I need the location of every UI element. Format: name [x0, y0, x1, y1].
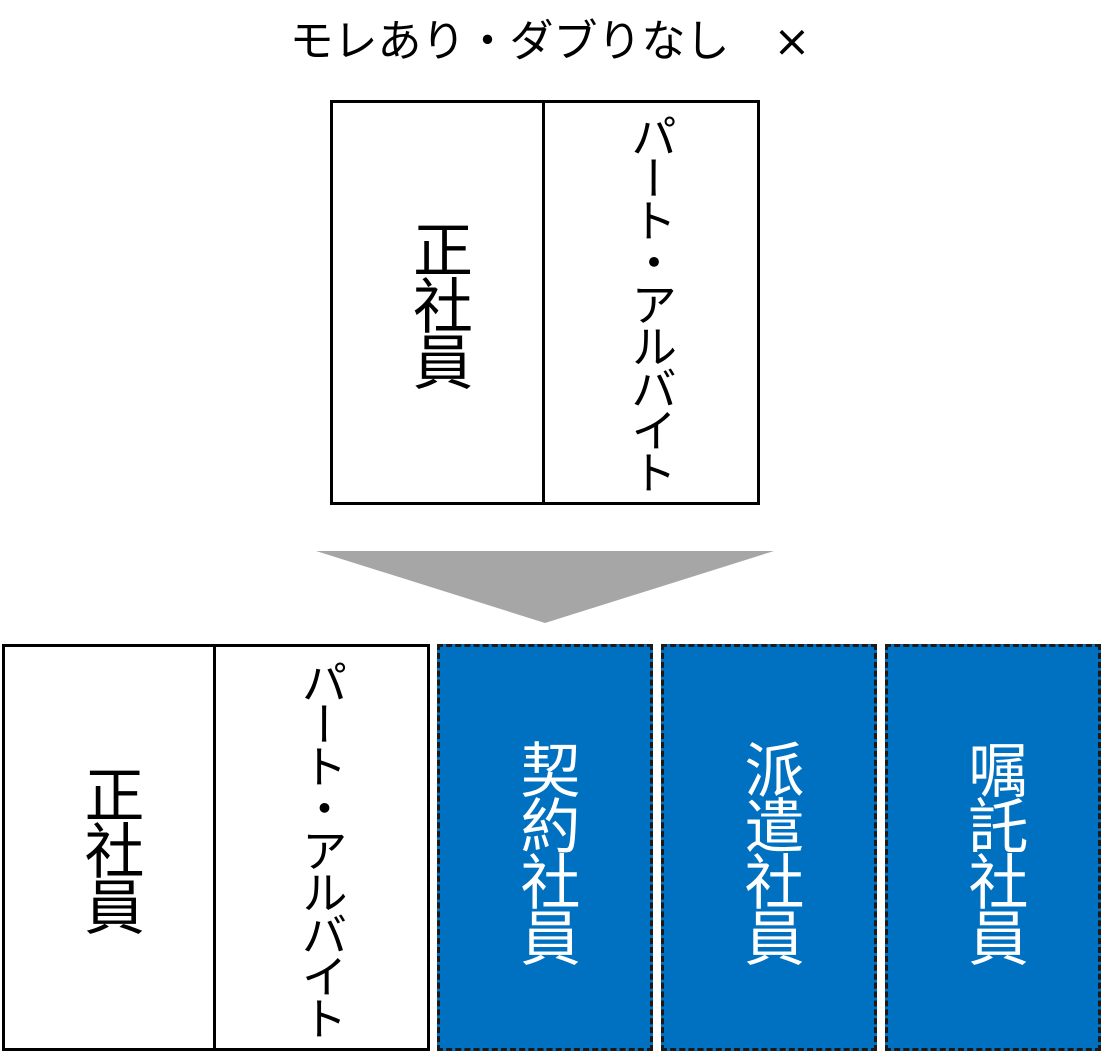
top-part-time-cell: パート・アルバイト	[545, 103, 757, 502]
down-arrow-icon	[316, 551, 774, 623]
bottom-regular-employee-label: 正社員	[74, 763, 144, 932]
top-part-time-label: パート・アルバイト	[624, 113, 678, 491]
top-regular-employee-cell: 正社員	[333, 103, 545, 502]
top-regular-employee-label: 正社員	[402, 218, 473, 387]
contract-employee-box: 契約社員	[437, 644, 653, 1051]
bottom-regular-employee-cell: 正社員	[5, 647, 216, 1048]
temporary-employee-box: 嘱託社員	[885, 644, 1101, 1051]
down-arrow-shape	[316, 551, 774, 623]
top-employment-box: 正社員 パート・アルバイト	[330, 100, 760, 505]
bottom-employment-box: 正社員 パート・アルバイト	[2, 644, 430, 1051]
temporary-employee-label: 嘱託社員	[958, 739, 1028, 963]
dispatched-employee-label: 派遣社員	[734, 739, 804, 963]
contract-employee-label: 契約社員	[510, 739, 580, 963]
diagram-title: モレあり・ダブりなし ×	[289, 16, 811, 67]
dispatched-employee-box: 派遣社員	[661, 644, 877, 1051]
bottom-part-time-cell: パート・アルバイト	[216, 647, 427, 1048]
bottom-part-time-label: パート・アルバイト	[294, 659, 349, 1037]
